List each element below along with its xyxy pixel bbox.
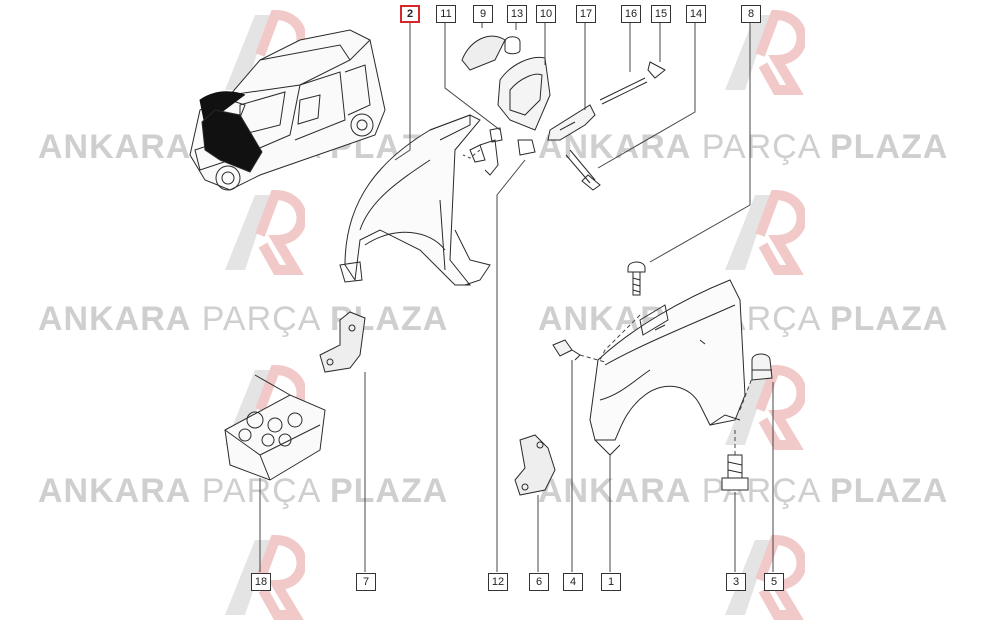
callout-12[interactable]: 12 [488,573,508,591]
clip-12 [517,139,536,156]
callout-17[interactable]: 17 [576,5,596,23]
callout-1[interactable]: 1 [601,573,621,591]
filler-door-9 [461,35,506,71]
callout-16[interactable]: 16 [621,5,641,23]
bolt-3 [721,454,749,491]
clip-4 [552,339,581,361]
bracket-7 [319,311,366,373]
callout-15[interactable]: 15 [651,5,671,23]
callout-2[interactable]: 2 [400,5,420,23]
grommet-5 [751,353,773,381]
clip-15 [647,61,666,79]
screw-8 [627,261,646,296]
filler-housing-10 [497,56,551,131]
callout-7[interactable]: 7 [356,573,376,591]
callout-6[interactable]: 6 [529,573,549,591]
rod-16 [599,77,648,105]
fender-upper [339,114,491,286]
callout-11[interactable]: 11 [436,5,456,23]
parts-diagram [189,22,774,572]
clip-11 [469,139,499,176]
callout-18[interactable]: 18 [251,573,271,591]
callout-8[interactable]: 8 [741,5,761,23]
callout-9[interactable]: 9 [473,5,493,23]
callout-14[interactable]: 14 [686,5,706,23]
callout-4[interactable]: 4 [563,573,583,591]
screw-14 [565,149,601,191]
van-illustration [189,29,386,191]
bracket-6 [514,434,556,496]
fender-lower [589,279,746,456]
leader-lines [259,22,774,572]
clip-misc [489,127,503,143]
bung-13 [504,36,521,55]
callout-13[interactable]: 13 [507,5,527,23]
callout-3[interactable]: 3 [726,573,746,591]
bracket-17 [547,104,596,141]
callout-5[interactable]: 5 [764,573,784,591]
callout-10[interactable]: 10 [536,5,556,23]
kit-box-18 [224,374,326,481]
